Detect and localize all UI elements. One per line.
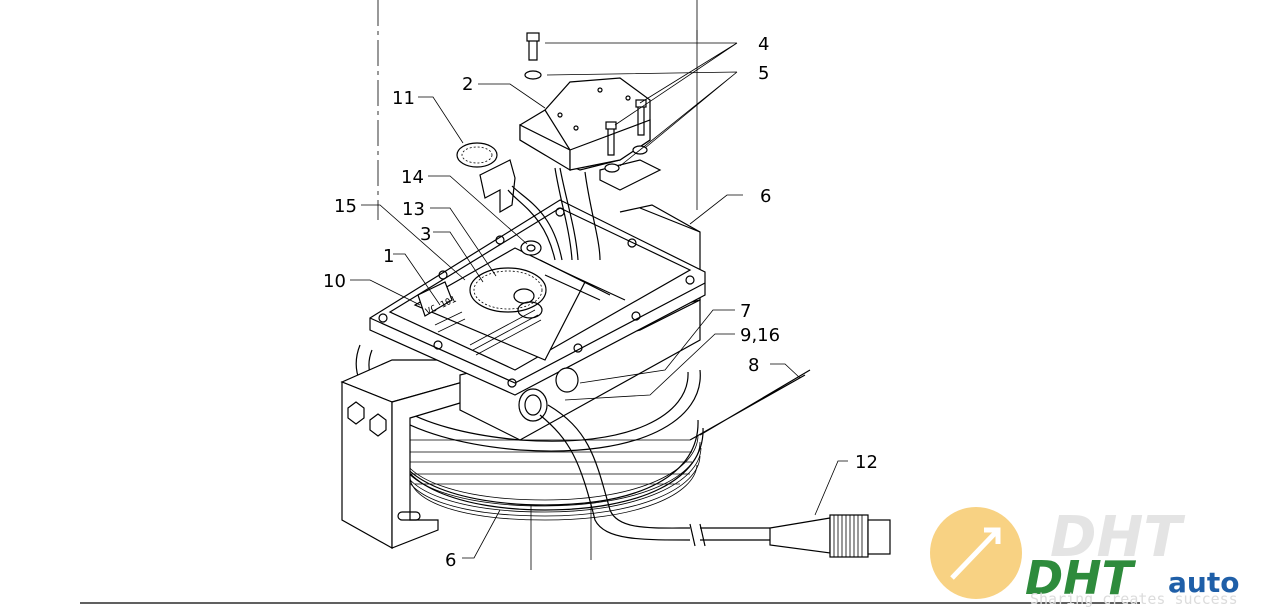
- logo-ghost-text: DHT: [1050, 505, 1185, 570]
- mounting-bracket: [340, 359, 471, 550]
- callout-2: 2: [462, 74, 473, 95]
- cable-and-connector: [518, 367, 891, 558]
- connector-body: [769, 517, 831, 554]
- callout-1: 1: [383, 246, 394, 267]
- bracket-slot: [397, 511, 421, 521]
- callout-8: 8: [748, 355, 759, 376]
- break-mark: [689, 523, 706, 547]
- cable-8: [689, 369, 811, 441]
- hex-bolt-head: [347, 401, 365, 425]
- plug: [555, 367, 579, 393]
- logo-tagline: Sharing creates success: [1030, 590, 1238, 608]
- gear-wheel: [469, 267, 547, 319]
- washer: [524, 70, 542, 80]
- callout-4: 4: [758, 34, 769, 55]
- callout-11: 11: [392, 88, 415, 109]
- callout-6-bottom: 6: [445, 550, 456, 571]
- callout-10: 10: [323, 271, 346, 292]
- callout-3: 3: [420, 224, 431, 245]
- watermark-logo: DHT DHT auto Sharing creates success: [930, 505, 1239, 608]
- callout-5: 5: [758, 63, 769, 84]
- callout-15: 15: [334, 196, 357, 217]
- hex-bolt-head: [369, 413, 387, 437]
- callout-13: 13: [402, 199, 425, 220]
- small-gear: [520, 240, 542, 256]
- callout-labels: 4 5 2 11 6 14 15 13 3 1 10 7 9,16 8 12 6: [323, 34, 878, 571]
- screw-head: [526, 32, 540, 42]
- board-label-plate: [417, 281, 453, 317]
- callout-12: 12: [855, 452, 878, 473]
- logo-auto-text: auto: [1168, 566, 1239, 599]
- connector-tip: [867, 519, 891, 555]
- screws-and-washers: [524, 32, 648, 173]
- cable-gland: [518, 388, 548, 422]
- arrow-icon: [950, 527, 1001, 580]
- callout-9-16: 9,16: [740, 325, 780, 346]
- callout-7: 7: [740, 301, 751, 322]
- logo-dht-text: DHT: [1025, 551, 1137, 605]
- cover: [519, 77, 662, 261]
- leader-lines: [350, 42, 848, 559]
- encoder-assembly: [456, 142, 563, 261]
- callout-14: 14: [401, 167, 424, 188]
- callout-6-top: 6: [760, 186, 771, 207]
